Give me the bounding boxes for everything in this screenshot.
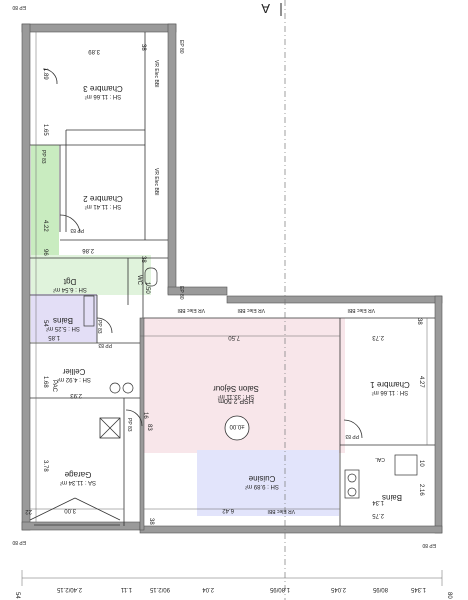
svg-text:PP 83: PP 83	[98, 342, 112, 348]
svg-text:4.22: 4.22	[42, 220, 48, 232]
svg-text:1.50: 1.50	[144, 282, 150, 294]
svg-text:16: 16	[142, 412, 148, 419]
svg-text:VR Elec BBI: VR Elec BBI	[153, 60, 159, 88]
level-mark: ±0.00	[229, 423, 245, 429]
room-area: SH : 5.25 m²	[46, 325, 80, 331]
svg-text:2.045: 2.045	[330, 586, 346, 592]
svg-text:1.34: 1.34	[372, 499, 384, 505]
svg-text:2.40/2.15: 2.40/2.15	[56, 586, 82, 592]
svg-text:EP 80: EP 80	[12, 539, 26, 545]
partitions	[30, 32, 435, 526]
svg-text:EP 80: EP 80	[178, 286, 184, 300]
svg-text:VR Elec BBI: VR Elec BBI	[237, 307, 265, 313]
svg-text:4.27: 4.27	[418, 376, 424, 388]
svg-text:PP 83: PP 83	[96, 320, 102, 334]
opening-tags: VR Elec BBI VR Elec BBI VR Elec BBI VR E…	[40, 60, 375, 514]
fill-dgt-2	[31, 255, 151, 295]
room-name: Chambre 3	[83, 84, 123, 93]
svg-text:83: 83	[146, 424, 152, 431]
svg-text:PP 83: PP 83	[70, 227, 84, 233]
fill-cuisine	[197, 450, 339, 516]
svg-text:38: 38	[148, 518, 154, 525]
room-name: Bains	[53, 316, 73, 325]
svg-text:2.93: 2.93	[70, 392, 82, 398]
pac-label: PAC	[51, 380, 57, 393]
misc-labels: HSP 2.50m WC PAC CAL	[51, 275, 385, 462]
svg-text:PP 83: PP 83	[345, 433, 359, 439]
level-mark-circle	[224, 415, 250, 441]
room-name: Cellier	[62, 367, 85, 376]
boiler-symbol	[99, 417, 121, 439]
room-area: SH : 11.66 m²	[372, 389, 409, 395]
room-labels: Chambre 3SH : 11.66 m² Chambre 2SH : 11.…	[46, 84, 410, 502]
svg-text:EP 80: EP 80	[422, 542, 436, 548]
svg-text:54: 54	[42, 320, 48, 327]
svg-text:1.11: 1.11	[120, 586, 132, 592]
room-area: SH : 9.89 m²	[245, 483, 279, 489]
svg-text:VR Elec BBI: VR Elec BBI	[347, 307, 375, 313]
dimension-labels: 3.89 38 1.89 1.65 4.22 96 54 1.68 3.78 2…	[14, 44, 452, 599]
garage-door-swing	[29, 497, 121, 526]
svg-text:7.50: 7.50	[228, 334, 240, 340]
room-area: SH : 33.11 m²	[218, 393, 255, 399]
svg-text:1.89: 1.89	[42, 68, 48, 80]
svg-text:2.86: 2.86	[82, 247, 94, 253]
wc-label: WC	[136, 275, 142, 286]
svg-text:PP 83: PP 83	[126, 418, 132, 432]
svg-text:PP 83: PP 83	[40, 150, 46, 164]
svg-text:1.68: 1.68	[42, 376, 48, 388]
svg-text:80/95: 80/95	[372, 586, 388, 592]
room-area: SH : 6.54 m²	[53, 286, 87, 292]
room-area: SH : 4.92 m²	[57, 376, 91, 382]
svg-text:22: 22	[25, 508, 32, 514]
cal-label: CAL	[375, 456, 385, 462]
svg-text:96: 96	[42, 249, 48, 256]
svg-text:2.73: 2.73	[372, 334, 384, 340]
svg-text:1.65: 1.65	[42, 124, 48, 136]
door-arcs	[42, 68, 363, 439]
section-mark: A	[261, 1, 270, 16]
room-name: Dgt	[63, 277, 76, 286]
fill-dgt	[31, 145, 59, 265]
svg-text:54: 54	[14, 592, 20, 599]
svg-text:2.16: 2.16	[418, 484, 424, 496]
svg-text:EP 80: EP 80	[178, 40, 184, 54]
svg-text:VR Elec BBI: VR Elec BBI	[153, 168, 159, 196]
room-name: Garage	[64, 470, 91, 479]
svg-text:38: 38	[416, 318, 422, 325]
room-name: Chambre 2	[83, 194, 123, 203]
svg-text:90/2.15: 90/2.15	[149, 586, 170, 592]
ep-tags: EP 80 EP 80 EP 80 EP 80 EP 80	[12, 4, 436, 548]
sanitary-fixtures	[83, 267, 418, 499]
walls	[21, 23, 443, 534]
svg-text:2.04: 2.04	[202, 586, 214, 592]
svg-text:38: 38	[140, 256, 146, 263]
svg-text:VR Elec BBI: VR Elec BBI	[267, 508, 295, 514]
svg-text:3.00: 3.00	[64, 507, 76, 513]
room-name: Chambre 1	[370, 380, 410, 389]
svg-text:1.85: 1.85	[48, 334, 60, 340]
svg-text:6.42: 6.42	[222, 507, 234, 513]
svg-text:38: 38	[140, 44, 146, 51]
svg-text:2.75: 2.75	[372, 512, 384, 518]
hsp-label: HSP 2.50m	[218, 397, 254, 404]
svg-text:VR Elec BBI: VR Elec BBI	[177, 307, 205, 313]
room-name: Bains	[382, 493, 402, 502]
svg-text:80: 80	[446, 592, 452, 599]
fill-bains	[31, 294, 97, 342]
svg-text:1.345: 1.345	[410, 586, 426, 592]
svg-text:10: 10	[418, 460, 424, 467]
room-area: SA : 11.34 m²	[60, 479, 96, 485]
room-name: Salon Séjour	[213, 384, 259, 393]
room-area: SH : 11.66 m²	[85, 93, 122, 99]
svg-text:3.89: 3.89	[88, 48, 100, 54]
svg-text:1.80/95: 1.80/95	[269, 586, 290, 592]
svg-text:3.78: 3.78	[42, 460, 48, 472]
dimension-lines	[21, 32, 443, 586]
room-name: Cuisine	[248, 474, 275, 483]
svg-text:EP 80: EP 80	[12, 4, 26, 10]
room-area: SH : 11.41 m²	[85, 203, 122, 209]
